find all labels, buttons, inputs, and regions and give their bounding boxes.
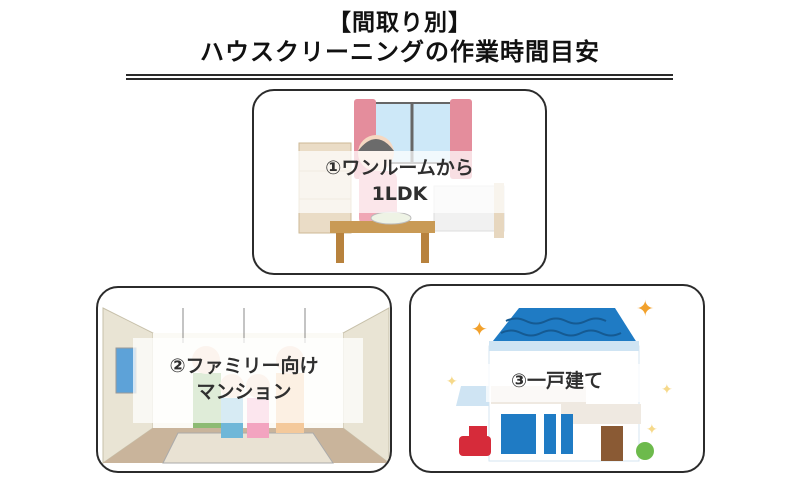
- title-divider-bottom: [126, 78, 673, 80]
- card-label-line2: マンション: [196, 381, 292, 403]
- title-divider-top: [126, 74, 673, 76]
- card-detached-house[interactable]: ✦ ✦ ✦ ✦ ✦ ③一戸建て: [409, 284, 705, 473]
- svg-text:✦: ✦: [661, 382, 673, 398]
- card-label-line1: ②ファミリー向け: [169, 355, 319, 377]
- svg-text:✦: ✦: [471, 317, 488, 341]
- svg-text:✦: ✦: [646, 422, 658, 438]
- label-backdrop: [133, 338, 363, 423]
- page-title-line2: ハウスクリーニングの作業時間目安: [200, 38, 600, 66]
- svg-text:✦: ✦: [446, 374, 458, 390]
- card-family-apartment[interactable]: ②ファミリー向け マンション: [96, 286, 392, 473]
- card-label-line1: ③一戸建て: [510, 370, 604, 392]
- svg-text:✦: ✦: [636, 297, 654, 322]
- label-backdrop: [486, 364, 641, 402]
- card-studio-1ldk[interactable]: ①ワンルームから 1LDK: [252, 89, 547, 275]
- label-backdrop: [294, 151, 509, 213]
- card-label-line2: 1LDK: [371, 183, 428, 205]
- card-label-line1: ①ワンルームから: [325, 157, 474, 179]
- page-title-line1: 【間取り別】: [328, 10, 472, 36]
- detached-house-illustration: ✦ ✦ ✦ ✦ ✦: [446, 297, 673, 462]
